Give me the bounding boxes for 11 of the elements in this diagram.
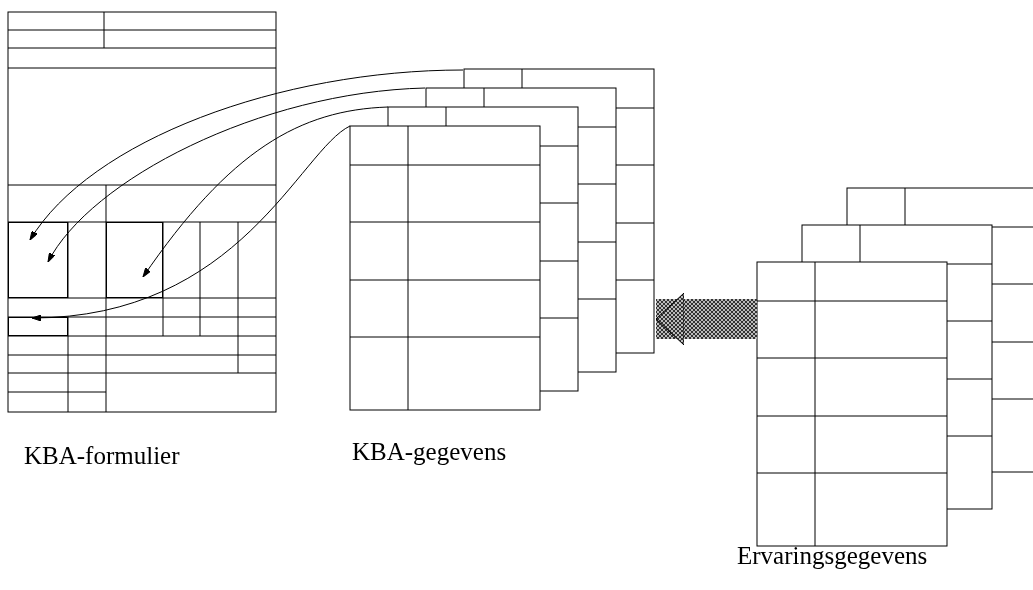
form-cell [8, 222, 68, 298]
curved-arrow [142, 106, 389, 278]
curved-arrow [47, 87, 426, 263]
form-cell [8, 317, 68, 336]
form-cell [106, 222, 163, 298]
table-set-title: Ervaringsgegevens [737, 542, 928, 570]
curved-arrow [29, 69, 464, 241]
curved-arrow [31, 125, 351, 321]
table-set-title: KBA-gegevens [352, 438, 507, 466]
block-arrow [655, 292, 757, 346]
form-title: KBA-formulier [24, 442, 180, 470]
